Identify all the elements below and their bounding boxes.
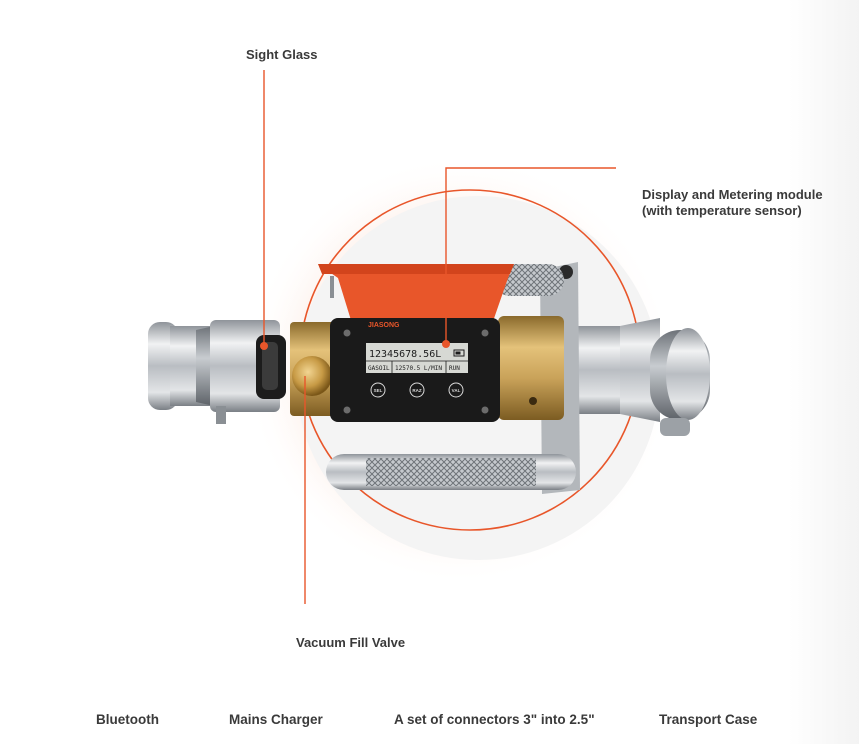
sel-button-label: SEL — [374, 388, 383, 393]
display-module-label: Display and Metering module (with temper… — [642, 187, 823, 219]
background-shade — [789, 0, 859, 744]
val-button-label: VAL — [452, 388, 461, 393]
feature-transport-case: Transport Case — [659, 712, 758, 727]
val-button — [448, 382, 464, 398]
raz-button — [409, 382, 425, 398]
feature-list: Bluetooth Mains Charger A set of connect… — [0, 712, 859, 736]
display-marker — [442, 340, 450, 348]
brass-body-right — [498, 316, 564, 420]
callout-lines — [263, 70, 616, 604]
display-cover — [318, 264, 514, 330]
display-module-label-line1: Display and Metering module — [642, 187, 823, 202]
bottom-handle — [326, 454, 576, 490]
sel-button — [370, 382, 386, 398]
feature-connectors: A set of connectors 3" into 2.5" — [394, 712, 595, 727]
sight-glass-marker — [260, 342, 268, 350]
raz-button-label: RAZ — [412, 388, 421, 393]
lcd-product: GASOIL — [368, 365, 390, 372]
battery-icon — [453, 349, 465, 357]
vacuum-fill-valve — [292, 356, 332, 396]
top-handle — [494, 264, 564, 296]
feature-mains-charger: Mains Charger — [229, 712, 323, 727]
vacuum-fill-valve-label: Vacuum Fill Valve — [296, 635, 406, 650]
feature-bluetooth: Bluetooth — [96, 712, 159, 727]
lcd-screen — [366, 343, 468, 373]
lcd-status: RUN — [449, 365, 460, 372]
lcd-total: 12345678.56L — [369, 349, 441, 360]
sight-glass-label: Sight Glass — [246, 47, 318, 62]
brand-logo: JIASONG — [368, 322, 400, 329]
display-module-label-line2: (with temperature sensor) — [642, 203, 802, 218]
lcd-flow: 12570.5 L/MIN — [395, 365, 442, 372]
